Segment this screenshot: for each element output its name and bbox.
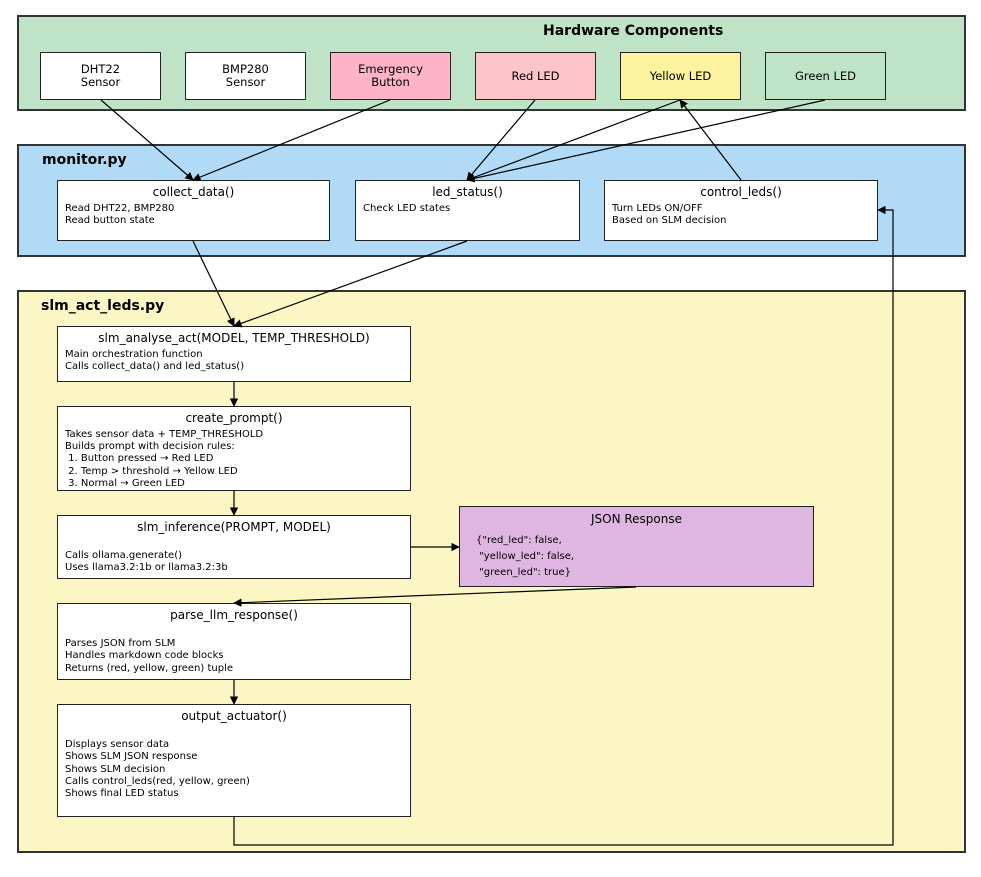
slm-inference-name: slm_inference(PROMPT, MODEL): [137, 520, 331, 534]
output-actuator-box: output_actuator() Displays sensor data S…: [57, 704, 411, 817]
collect-data-name: collect_data(): [152, 185, 235, 199]
led-status-desc: Check LED states: [363, 203, 451, 214]
slm-inference-box: slm_inference(PROMPT, MODEL) Calls ollam…: [57, 515, 411, 579]
create-prompt-desc: Takes sensor data + TEMP_THRESHOLD Build…: [65, 429, 264, 489]
yellow-led-box: Yellow LED: [620, 52, 741, 100]
control-leds-name: control_leds(): [700, 185, 782, 199]
green-led-box: Green LED: [765, 52, 886, 100]
led-status-name: led_status(): [432, 185, 503, 199]
slm-analyse-act-name: slm_analyse_act(MODEL, TEMP_THRESHOLD): [98, 331, 370, 345]
led-status-box: led_status() Check LED states: [355, 180, 580, 241]
monitor-panel-title: monitor.py: [42, 152, 127, 168]
slm-panel-title: slm_act_leds.py: [41, 298, 165, 314]
output-actuator-name: output_actuator(): [181, 709, 287, 723]
json-response-body: {"red_led": false, "yellow_led": false, …: [476, 535, 575, 578]
create-prompt-name: create_prompt(): [185, 411, 283, 425]
create-prompt-box: create_prompt() Takes sensor data + TEMP…: [57, 406, 411, 491]
bmp280-sensor-box: BMP280 Sensor: [185, 52, 306, 100]
dht22-sensor-box: DHT22 Sensor: [40, 52, 161, 100]
collect-data-box: collect_data() Read DHT22, BMP280 Read b…: [57, 180, 330, 241]
json-response-box: JSON Response {"red_led": false, "yellow…: [459, 506, 814, 587]
slm-inference-desc: Calls ollama.generate() Uses llama3.2:1b…: [65, 550, 228, 574]
collect-data-desc: Read DHT22, BMP280 Read button state: [65, 203, 175, 227]
emergency-button-box: Emergency Button: [330, 52, 451, 100]
red-led-box: Red LED: [475, 52, 596, 100]
slm-analyse-act-desc: Main orchestration function Calls collec…: [65, 349, 245, 373]
parse-llm-response-box: parse_llm_response() Parses JSON from SL…: [57, 603, 411, 680]
output-actuator-desc: Displays sensor data Shows SLM JSON resp…: [65, 739, 250, 800]
hardware-panel-title: Hardware Components: [543, 23, 724, 39]
slm-analyse-act-box: slm_analyse_act(MODEL, TEMP_THRESHOLD) M…: [57, 326, 411, 382]
parse-llm-response-name: parse_llm_response(): [170, 608, 298, 622]
parse-llm-response-desc: Parses JSON from SLM Handles markdown co…: [65, 638, 234, 674]
json-response-title: JSON Response: [590, 512, 683, 526]
control-leds-desc: Turn LEDs ON/OFF Based on SLM decision: [612, 203, 727, 227]
control-leds-box: control_leds() Turn LEDs ON/OFF Based on…: [604, 180, 878, 241]
